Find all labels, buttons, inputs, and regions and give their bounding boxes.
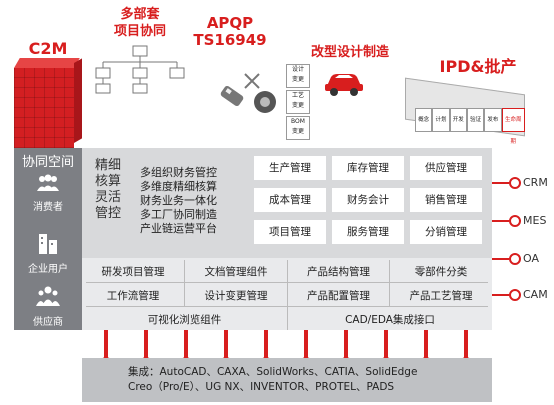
crm-connector [492, 182, 509, 184]
collab-space-title: 协同空间 [21, 155, 74, 170]
apqp-line2: TS16949 [193, 31, 267, 49]
doc-bom-change: BOM 变更 [286, 116, 310, 140]
module-distribution: 分销管理 [410, 220, 482, 244]
doc-design-change: 设计变更 [286, 64, 310, 88]
ipd-card: 验证 [466, 108, 485, 132]
cam-node-icon [509, 289, 521, 301]
module-accounting: 财务会计 [332, 188, 404, 212]
doc-label: 变更 [291, 128, 304, 135]
ipd-card: 发布 [484, 108, 502, 132]
multi-dept-label: 多部套 项目协同 [100, 6, 180, 40]
retrofit-label: 改型设计制造 [310, 45, 389, 60]
product-process-mgmt: 产品工艺管理 [409, 290, 473, 302]
design-change-mgmt: 设计变更管理 [204, 290, 268, 302]
doc-label: BOM [291, 118, 305, 125]
consumers-icon [37, 174, 59, 191]
core-title-line: 精细 [94, 158, 121, 173]
doc-label: 变更 [291, 76, 304, 83]
ipd-stack: 概念 计划 开发 验证 发布 生命周期 [405, 77, 525, 146]
product-structure-mgmt: 产品结构管理 [307, 266, 370, 278]
c2m-label: C2M [28, 39, 68, 58]
feature-item: 产业链运营平台 [140, 222, 217, 235]
feature-item: 财务业务一体化 [140, 194, 217, 207]
visual-browse-component: 可视化浏览组件 [147, 314, 222, 326]
mes-connector [492, 220, 509, 222]
module-cost: 成本管理 [254, 188, 326, 212]
doc-mgmt-component: 文档管理组件 [204, 266, 268, 278]
oa-node-icon [509, 253, 521, 265]
ipd-label: IPD&批产 [439, 57, 517, 76]
core-title: 精细 核算 灵活 管控 [88, 158, 128, 222]
c2m-cube [14, 68, 74, 148]
multi-dept-line2: 项目协同 [113, 24, 166, 39]
core-title-line: 核算 [94, 174, 121, 189]
crm-label: CRM [523, 176, 548, 189]
c2m-cube-side [74, 58, 82, 144]
module-project: 项目管理 [254, 220, 326, 244]
cam-connector [492, 294, 509, 296]
collab-space-column: 协同空间 消费者 企业用户 供应商 [14, 148, 82, 330]
oa-label: OA [523, 252, 539, 265]
apqp-label: APQP TS16949 [185, 15, 275, 49]
org-chart-icon [95, 45, 185, 94]
mes-label: MES [523, 214, 547, 227]
rd-project-mgmt: 研发项目管理 [101, 266, 165, 278]
ipd-card-row: 概念 计划 开发 验证 发布 生命周期 [415, 108, 525, 145]
crm-node-icon [509, 177, 521, 189]
doc-label: 变更 [291, 102, 304, 109]
workflow-mgmt: 工作流管理 [106, 290, 160, 302]
doc-label: 设计 [291, 66, 304, 73]
suppliers-label: 供应商 [33, 317, 63, 328]
module-inventory: 库存管理 [332, 156, 404, 180]
cam-label: CAM [523, 288, 548, 301]
mes-node-icon [509, 215, 521, 227]
car-repair-icon [325, 74, 363, 96]
ipd-card: 计划 [432, 108, 450, 132]
cad-eda-interface: CAD/EDA集成接口 [345, 314, 435, 326]
integration-bar: 集成：AutoCAD、CAXA、SolidWorks、CATIA、SolidEd… [82, 358, 492, 402]
main-panel: 精细 核算 灵活 管控 多组织财务管控 多维度精细核算 财务业务一体化 多工厂协… [82, 148, 492, 330]
feature-item: 多工厂协同制造 [140, 208, 217, 221]
suppliers-icon [36, 286, 60, 306]
doc-label: 工艺 [291, 92, 304, 99]
ipd-card: 概念 [415, 108, 433, 132]
multi-dept-line1: 多部套 [120, 7, 160, 22]
feature-item: 多组织财务管控 [140, 166, 217, 179]
feature-item: 多维度精细核算 [140, 180, 217, 193]
doc-process-change: 工艺变更 [286, 90, 310, 114]
enterprise-users-label: 企业用户 [28, 264, 68, 275]
integration-line-2: Creo（Pro/E）、UG NX、INVENTOR、PROTEL、PADS [128, 381, 395, 393]
module-sales: 销售管理 [410, 188, 482, 212]
core-features: 多组织财务管控 多维度精细核算 财务业务一体化 多工厂协同制造 产业链运营平台 [140, 166, 250, 236]
apqp-line1: APQP [206, 14, 254, 32]
module-production: 生产管理 [254, 156, 326, 180]
consumers-label: 消费者 [33, 202, 63, 213]
module-service: 服务管理 [332, 220, 404, 244]
core-title-line: 灵活 [94, 190, 121, 205]
module-supply: 供应管理 [410, 156, 482, 180]
c2m-cube-top [14, 58, 80, 68]
part-classification: 零部件分类 [414, 266, 468, 278]
ipd-card: 生命周期 [501, 108, 525, 145]
core-title-line: 管控 [94, 206, 121, 221]
integration-line-1: 集成：AutoCAD、CAXA、SolidWorks、CATIA、SolidEd… [128, 366, 418, 378]
ipd-card: 开发 [449, 108, 467, 132]
tools-tire-icon [220, 73, 276, 113]
enterprise-users-icon [39, 234, 57, 254]
oa-connector [492, 258, 509, 260]
product-config-mgmt: 产品配置管理 [307, 290, 370, 302]
